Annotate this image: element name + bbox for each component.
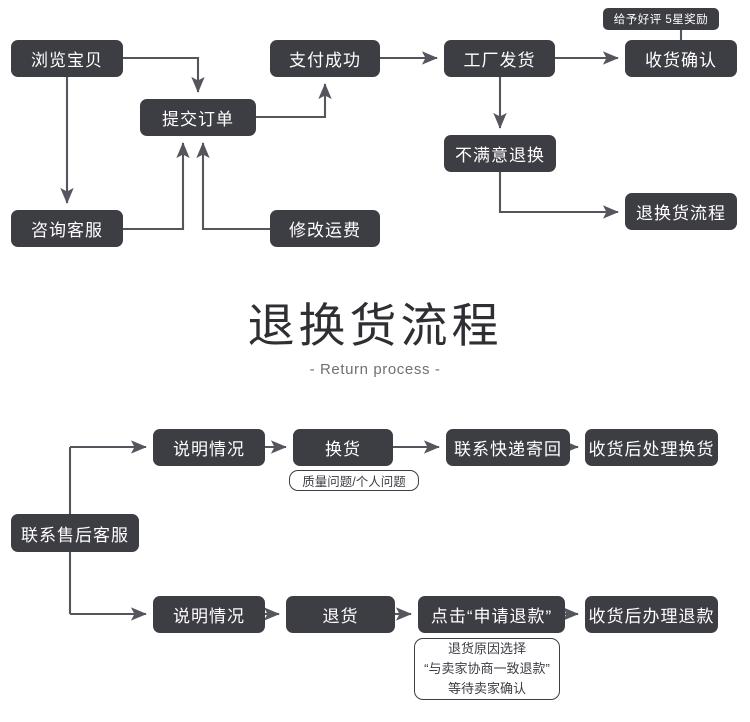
- node-handle-exchange-label: 收货后处理换货: [588, 440, 715, 459]
- node-return-process-label: 退换货流程: [636, 204, 726, 223]
- node-exchange-label: 换货: [325, 440, 361, 459]
- annotation-five-star-reward: 给予好评 5星奖励: [603, 8, 719, 30]
- node-pay-success[interactable]: 支付成功: [270, 40, 380, 77]
- node-handle-refund[interactable]: 收货后办理退款: [585, 596, 718, 633]
- title-subtitle: - Return process -: [309, 360, 441, 378]
- annotation-refund-note: 退货原因选择 “与卖家协商一致退款” 等待卖家确认: [414, 638, 560, 700]
- node-explain-refund[interactable]: 说明情况: [153, 596, 265, 633]
- node-click-apply-refund[interactable]: 点击“申请退款”: [418, 596, 565, 633]
- node-consult-service[interactable]: 咨询客服: [11, 210, 123, 247]
- node-modify-shipping[interactable]: 修改运费: [270, 210, 380, 247]
- annotation-five-star-reward-label: 给予好评 5星奖励: [613, 14, 709, 26]
- node-submit-order[interactable]: 提交订单: [140, 99, 256, 136]
- node-exchange[interactable]: 换货: [293, 429, 393, 466]
- node-explain-refund-label: 说明情况: [173, 607, 245, 626]
- annotation-issue-type-label: 质量问题/个人问题: [302, 475, 406, 489]
- node-click-apply-refund-label: 点击“申请退款”: [430, 607, 553, 626]
- node-modify-shipping-label: 修改运费: [289, 221, 361, 240]
- section-title: 退换货流程 - Return process -: [0, 300, 750, 378]
- node-confirm-receipt-label: 收货确认: [645, 51, 717, 70]
- node-explain-exchange-label: 说明情况: [173, 440, 245, 459]
- node-browse-label: 浏览宝贝: [31, 51, 103, 70]
- node-submit-order-label: 提交订单: [162, 110, 234, 129]
- node-return-goods[interactable]: 退货: [286, 596, 395, 633]
- annotation-refund-note-line2: “与卖家协商一致退款”: [424, 660, 550, 676]
- annotation-refund-note-line1: 退货原因选择: [447, 640, 526, 656]
- node-confirm-receipt[interactable]: 收货确认: [625, 40, 737, 77]
- node-pay-success-label: 支付成功: [289, 51, 361, 70]
- node-consult-service-label: 咨询客服: [31, 221, 103, 240]
- node-factory-ship-label: 工厂发货: [463, 51, 536, 70]
- node-explain-exchange[interactable]: 说明情况: [153, 429, 265, 466]
- node-return-process[interactable]: 退换货流程: [625, 193, 737, 230]
- node-handle-refund-label: 收货后办理退款: [588, 607, 715, 626]
- annotation-issue-type: 质量问题/个人问题: [289, 470, 419, 491]
- annotation-refund-note-line3: 等待卖家确认: [447, 681, 526, 697]
- node-contact-courier[interactable]: 联系快递寄回: [446, 429, 570, 466]
- title-main: 退换货流程: [247, 299, 503, 352]
- node-contact-courier-label: 联系快递寄回: [454, 440, 562, 459]
- node-unsatisfied-return-label: 不满意退换: [455, 146, 545, 165]
- node-unsatisfied-return[interactable]: 不满意退换: [444, 135, 556, 172]
- node-return-goods-label: 退货: [322, 607, 359, 626]
- node-contact-after-sales-label: 联系售后客服: [21, 525, 129, 545]
- node-factory-ship[interactable]: 工厂发货: [444, 40, 555, 77]
- node-contact-after-sales[interactable]: 联系售后客服: [11, 514, 139, 552]
- node-browse[interactable]: 浏览宝贝: [11, 40, 123, 77]
- node-handle-exchange[interactable]: 收货后处理换货: [585, 429, 718, 466]
